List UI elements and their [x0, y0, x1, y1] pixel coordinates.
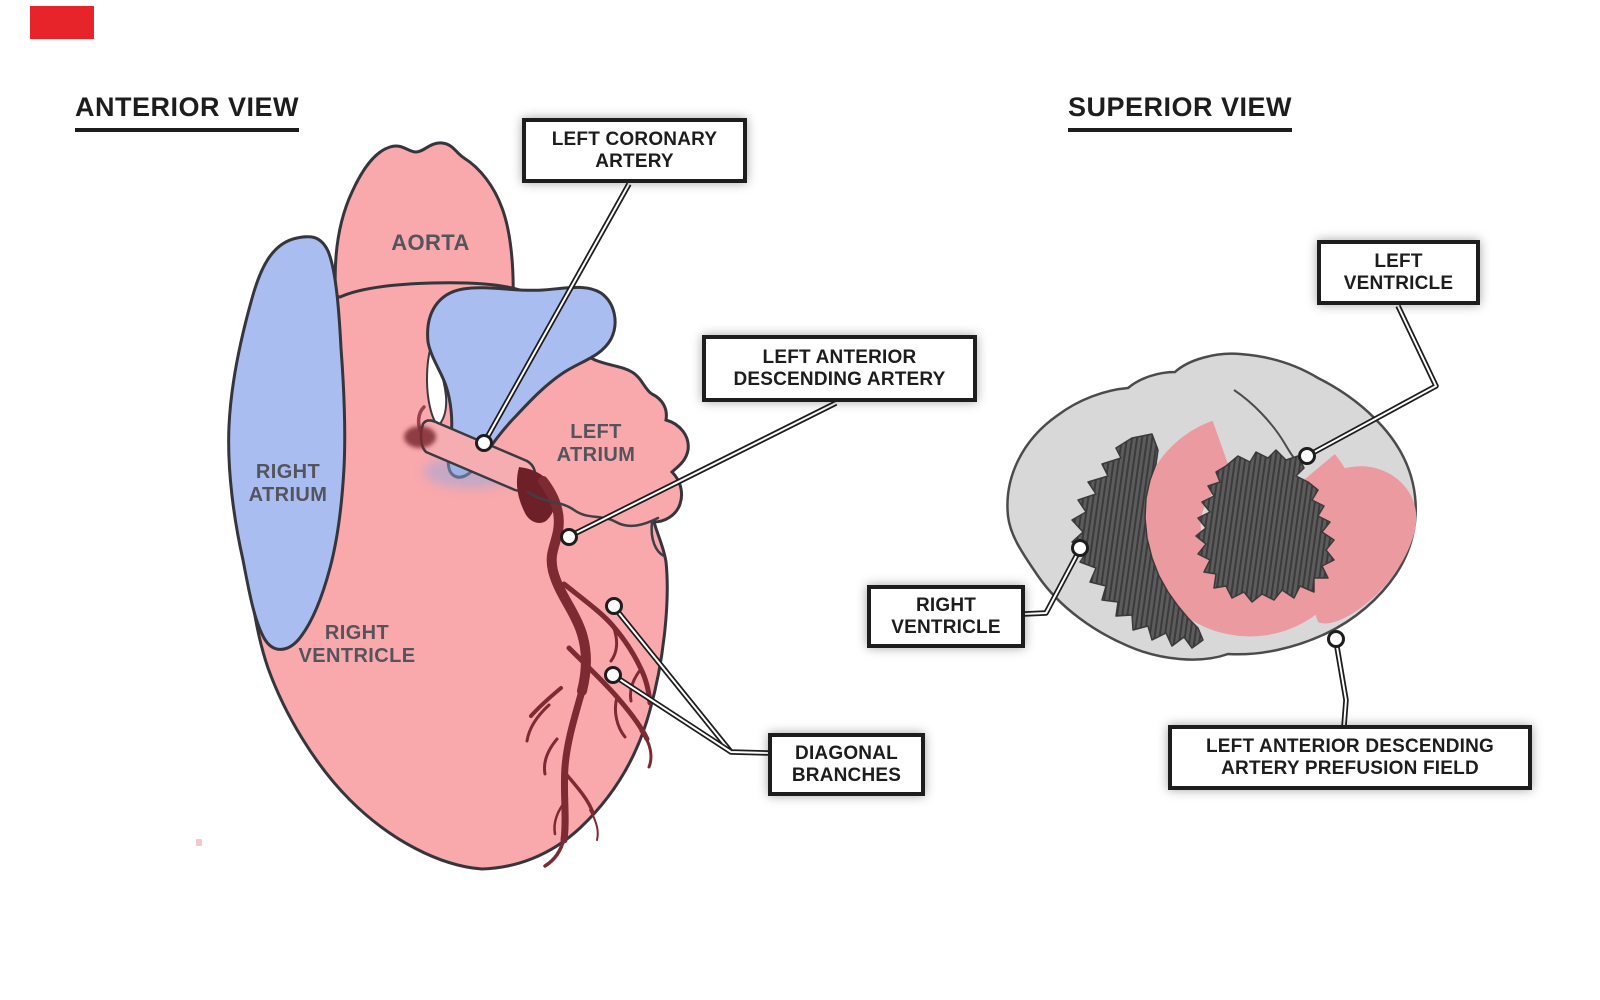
anterior-view-title: ANTERIOR VIEW [75, 92, 300, 132]
right-ventricle-wall [1071, 433, 1204, 649]
leader-left-coronary-artery [481, 182, 632, 445]
right-atrium-label: RIGHT ATRIUM [248, 461, 328, 506]
marker-left-coronary [475, 434, 493, 452]
perfusion-band-right [1310, 466, 1417, 624]
body-seam [650, 520, 666, 558]
artery-smudge [404, 426, 436, 448]
callout-right-ventricle: RIGHT VENTRICLE [867, 585, 1025, 648]
pink-speck [196, 839, 202, 846]
marker-lad [560, 528, 578, 546]
marker-right-ventricle [1071, 539, 1089, 557]
callout-left-ventricle: LEFT VENTRICLE [1317, 240, 1480, 305]
callout-left-anterior-descending-artery: LEFT ANTERIOR DESCENDING ARTERY [702, 335, 977, 402]
aorta-label: AORTA [391, 230, 470, 255]
leader-right-ventricle [1023, 547, 1083, 617]
marker-left-ventricle [1298, 447, 1316, 465]
leader-left-ventricle [1305, 304, 1439, 459]
callout-diagonal-branches: DIAGONAL BRANCHES [768, 733, 925, 796]
lad-artery-tree [525, 476, 653, 868]
left-ventricle-wall [1195, 449, 1335, 603]
leader-perfusion-field [1333, 640, 1349, 727]
callout-lad-perfusion-field: LEFT ANTERIOR DESCENDING ARTERY PREFUSIO… [1168, 725, 1532, 790]
marker-perfusion-field [1327, 630, 1345, 648]
anterior-heart [227, 141, 690, 871]
leader-diagonal-branches [611, 605, 769, 756]
marker-diagonal-1 [605, 597, 623, 615]
marker-diagonal-2 [604, 666, 622, 684]
right-ventricle-label: RIGHT VENTRICLE [298, 622, 416, 667]
artery-hook [416, 405, 426, 434]
callout-left-coronary-artery: LEFT CORONARY ARTERY [522, 118, 747, 183]
red-marker-rectangle [30, 6, 94, 39]
superior-heart [1006, 352, 1417, 661]
atrium-seam [526, 490, 660, 528]
leader-left-anterior-descending [568, 400, 838, 539]
left-atrium-label: LEFT ATRIUM [556, 421, 636, 466]
superior-view-title: SUPERIOR VIEW [1068, 92, 1293, 132]
right-atrium-shape [227, 235, 347, 651]
leader-lines [475, 182, 1439, 756]
